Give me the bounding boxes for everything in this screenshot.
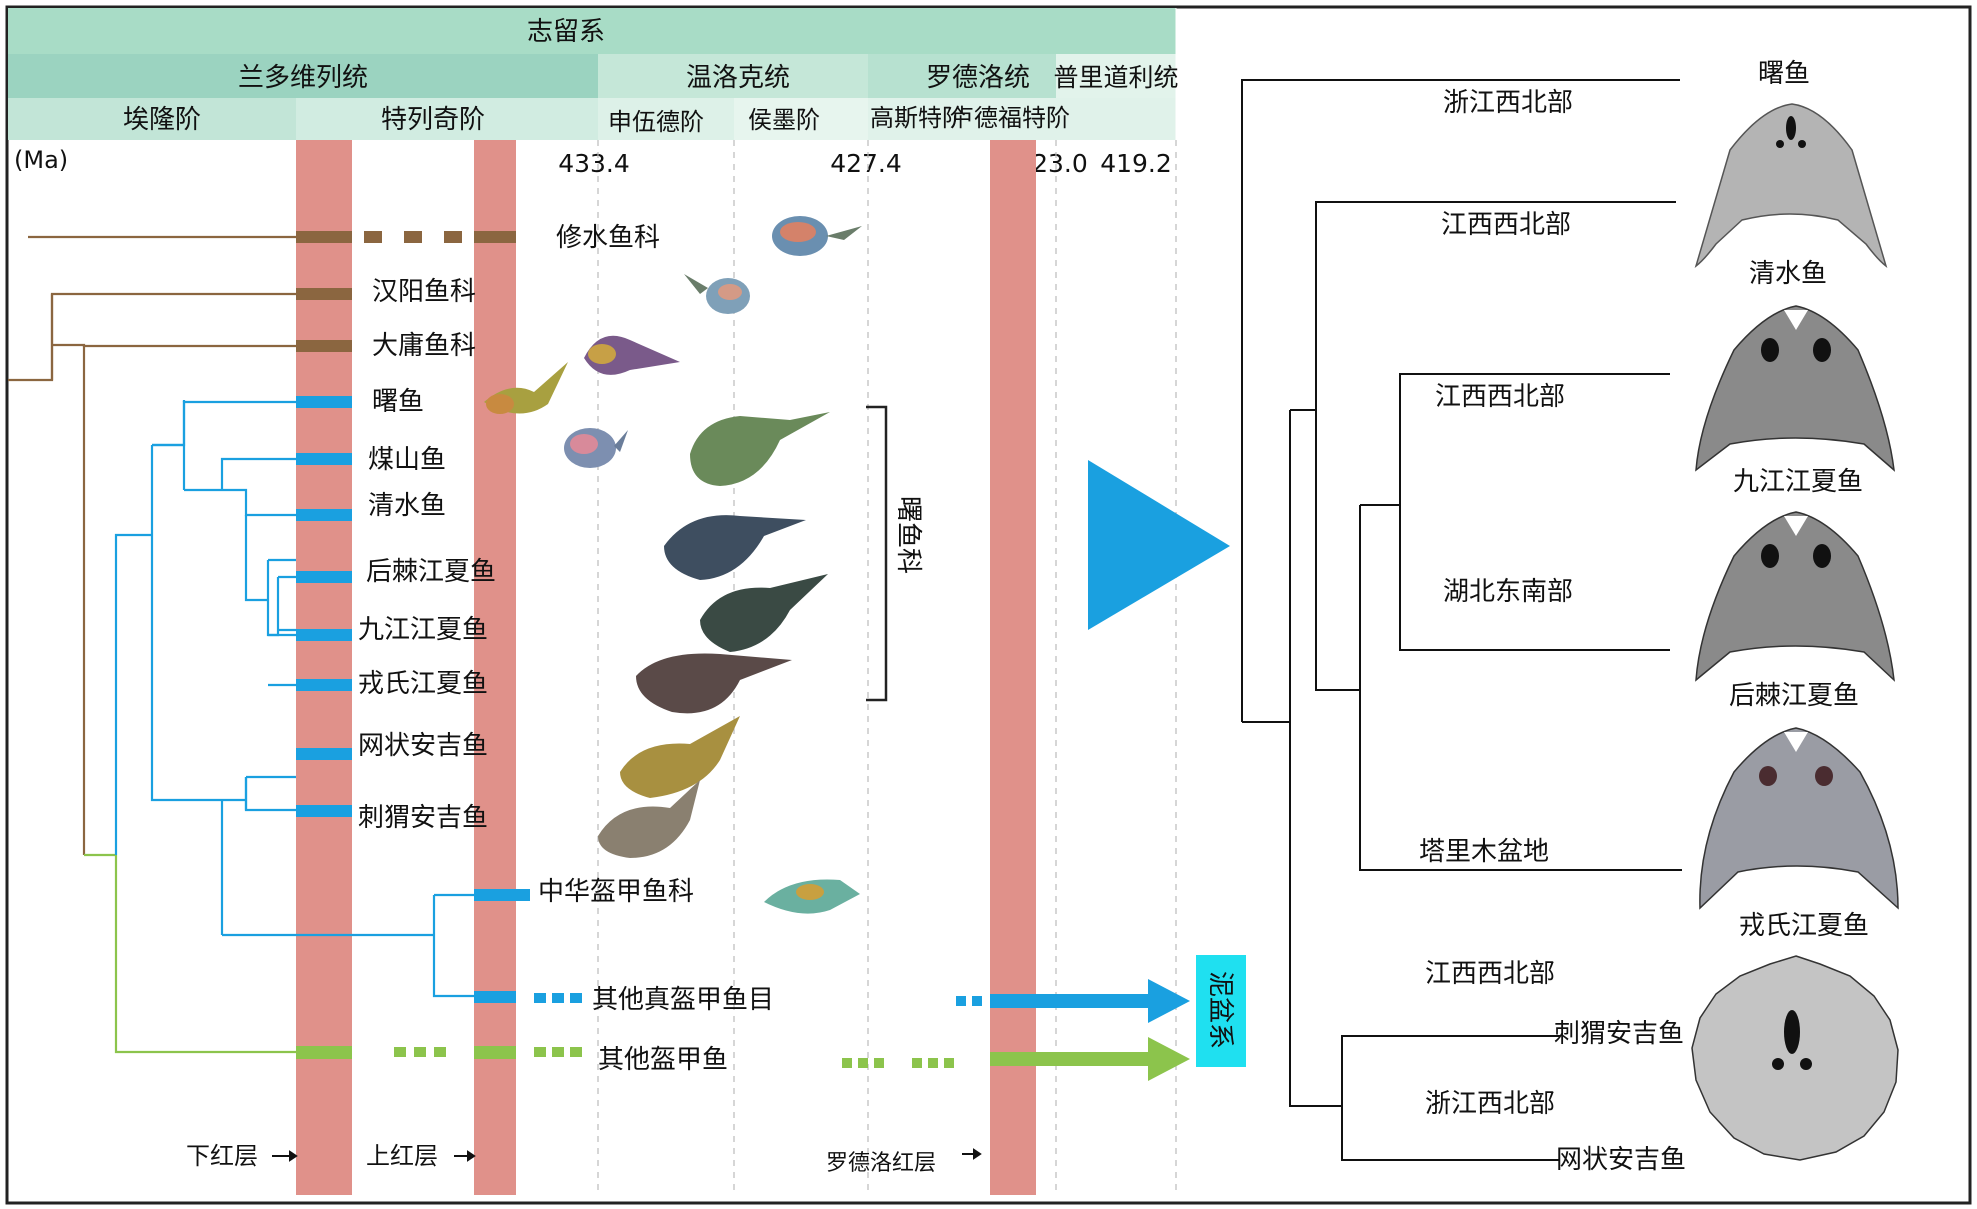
stage-cell-telychian bbox=[296, 98, 598, 140]
series-label-pridoli: 普里道利统 bbox=[1053, 63, 1178, 92]
region-label: 塔里木盆地 bbox=[1419, 837, 1549, 867]
series-cell-ludlow bbox=[868, 54, 1056, 98]
fish-icon bbox=[772, 216, 862, 256]
fish-icon bbox=[620, 716, 740, 798]
ludlow-red-layer bbox=[990, 140, 1036, 1195]
region-label: 浙江西北部 bbox=[1443, 88, 1573, 118]
region-labels: 浙江西北部 江西西北部 江西西北部 湖北东南部 塔里木盆地 江西西北部 浙江西北… bbox=[1419, 88, 1573, 1119]
taxon-label: 网状安吉鱼 bbox=[358, 731, 488, 761]
fish-icon bbox=[764, 879, 860, 914]
region-label: 浙江西北部 bbox=[1425, 1089, 1555, 1119]
series-label-llandovery: 兰多维列统 bbox=[238, 63, 368, 93]
species-label: 九江江夏鱼 bbox=[1733, 467, 1863, 497]
head-shields bbox=[1691, 103, 1899, 1161]
stage-label-homerian: 侯墨阶 bbox=[748, 106, 820, 134]
series-cell-wenlock bbox=[598, 54, 868, 98]
fish-illustrations bbox=[484, 216, 862, 914]
stage-cell-homerian bbox=[734, 98, 868, 140]
taxon-bars bbox=[296, 231, 982, 1068]
shield-icon bbox=[1694, 103, 1888, 268]
taxon-label: 九江江夏鱼 bbox=[358, 615, 488, 645]
fish-icon bbox=[564, 428, 628, 468]
figure-frame bbox=[5, 5, 1972, 1205]
tick-427-4: 427.4 bbox=[830, 149, 902, 178]
region-label: 江西西北部 bbox=[1425, 959, 1555, 989]
species-label: 网状安吉鱼 bbox=[1556, 1145, 1686, 1175]
red-layer-pointers bbox=[272, 1148, 982, 1162]
fish-icon bbox=[684, 274, 750, 314]
devonian-box bbox=[1196, 955, 1246, 1067]
right-phylogeny bbox=[1241, 79, 1682, 1161]
series-cell-pridoli bbox=[1056, 54, 1176, 98]
zoom-triangle bbox=[1088, 460, 1230, 630]
fish-icon bbox=[598, 780, 700, 858]
taxon-label: 曙鱼 bbox=[372, 387, 424, 417]
series-cell-llandovery bbox=[8, 54, 598, 98]
fish-icon bbox=[700, 574, 828, 652]
species-label: 后棘江夏鱼 bbox=[1729, 681, 1859, 711]
stage-label-aeronian: 埃隆阶 bbox=[123, 105, 201, 135]
shield-icon bbox=[1695, 511, 1895, 682]
fish-icon bbox=[484, 362, 568, 414]
species-label: 戎氏江夏鱼 bbox=[1739, 911, 1869, 941]
region-label: 江西西北部 bbox=[1441, 210, 1571, 240]
fish-icon bbox=[584, 335, 680, 375]
fish-icon bbox=[636, 653, 792, 714]
tick-433-4: 433.4 bbox=[558, 149, 630, 178]
lineage-arrows bbox=[990, 979, 1190, 1081]
series-label-ludlow: 罗德洛统 bbox=[926, 63, 1030, 93]
shield-icon bbox=[1699, 727, 1899, 910]
shield-icon bbox=[1691, 955, 1899, 1161]
axis-unit-label: (Ma) bbox=[14, 146, 68, 174]
system-label: 志留系 bbox=[527, 17, 605, 47]
shield-icon bbox=[1695, 305, 1895, 472]
fish-icon bbox=[664, 515, 806, 580]
taxon-label: 刺猬安吉鱼 bbox=[358, 803, 488, 833]
taxon-label: 中华盔甲鱼科 bbox=[538, 877, 694, 907]
taxon-label: 其他真盔甲鱼目 bbox=[592, 985, 774, 1015]
stage-label-gorstian: 高斯特阶 bbox=[870, 104, 966, 132]
taxon-label: 戎氏江夏鱼 bbox=[358, 669, 488, 699]
tick-419-2: 419.2 bbox=[1100, 149, 1172, 178]
taxon-labels: 修水鱼科 汉阳鱼科 大庸鱼科 曙鱼 煤山鱼 清水鱼 后棘江夏鱼 九江江夏鱼 戎氏… bbox=[358, 223, 774, 1075]
stage-label-ludfordian: 卢德福特阶 bbox=[950, 104, 1070, 132]
stratigraphy-header bbox=[8, 8, 1177, 140]
taxon-label: 其他盔甲鱼 bbox=[598, 1045, 728, 1075]
system-cell bbox=[8, 8, 1176, 54]
taxon-label: 后棘江夏鱼 bbox=[366, 557, 496, 587]
stage-boundaries bbox=[597, 140, 1177, 1195]
family-bracket-label: 曙鱼科 bbox=[893, 496, 923, 574]
taxon-label: 煤山鱼 bbox=[368, 445, 446, 475]
red-layer-label: 下红层 bbox=[186, 1142, 258, 1170]
taxon-label: 清水鱼 bbox=[368, 491, 446, 521]
red-layer-label: 上红层 bbox=[366, 1142, 438, 1170]
region-label: 湖北东南部 bbox=[1443, 577, 1573, 607]
taxon-label: 大庸鱼科 bbox=[372, 331, 476, 361]
stage-cell-aeronian bbox=[8, 98, 296, 140]
stage-label-telychian: 特列奇阶 bbox=[381, 105, 485, 135]
species-label: 曙鱼 bbox=[1758, 59, 1810, 89]
family-bracket bbox=[866, 405, 888, 702]
upper-red-layer bbox=[474, 140, 516, 1195]
devonian-label: 泥盆系 bbox=[1205, 971, 1235, 1049]
stage-cell-sheinwoodian bbox=[598, 98, 734, 140]
stage-cell-gorstian-ludfordian bbox=[868, 98, 1176, 140]
lower-red-layer bbox=[296, 140, 352, 1195]
taxon-label: 修水鱼科 bbox=[556, 223, 660, 253]
left-cladogram bbox=[8, 235, 474, 1054]
red-layer-label: 罗德洛红层 bbox=[826, 1151, 936, 1176]
red-layer-labels: 下红层 上红层 罗德洛红层 bbox=[186, 1142, 936, 1176]
fish-icon bbox=[690, 412, 830, 486]
species-labels: 曙鱼 清水鱼 九江江夏鱼 后棘江夏鱼 戎氏江夏鱼 刺猬安吉鱼 网状安吉鱼 bbox=[1554, 59, 1869, 1175]
series-label-wenlock: 温洛克统 bbox=[686, 63, 790, 93]
species-label: 刺猬安吉鱼 bbox=[1554, 1019, 1684, 1049]
stage-label-sheinwoodian: 申伍德阶 bbox=[608, 108, 704, 136]
species-label: 清水鱼 bbox=[1749, 259, 1827, 289]
taxon-label: 汉阳鱼科 bbox=[372, 277, 476, 307]
region-label: 江西西北部 bbox=[1435, 382, 1565, 412]
